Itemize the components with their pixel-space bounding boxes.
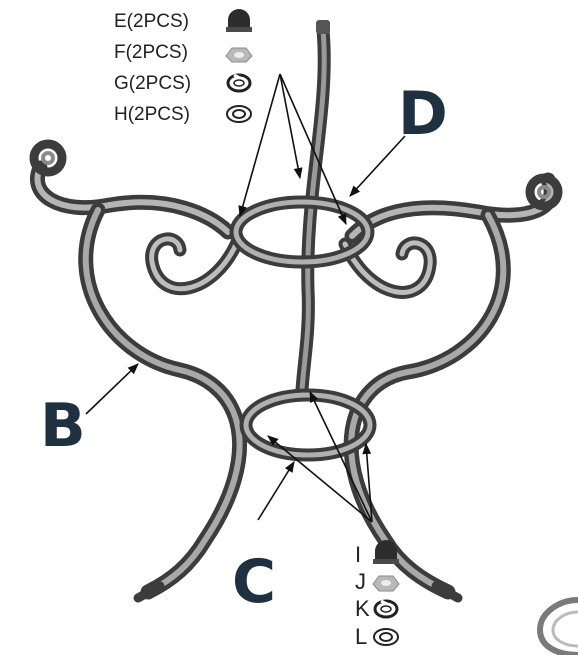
top-hardware-list: E(2PCS) F(2PCS) G(2PCS) H(2PCS): [114, 11, 191, 125]
label-b: B: [40, 391, 86, 461]
label-c: C: [232, 547, 276, 617]
top-hardware-icons: [226, 9, 252, 122]
bottom-part-i-label: I: [355, 542, 361, 567]
top-part-g-label: G(2PCS): [114, 73, 191, 94]
partial-ring-corner: [540, 600, 578, 655]
arrow-top-2: [280, 74, 300, 178]
left-leg: [37, 168, 239, 592]
bottom-part-l-label: L: [355, 624, 367, 649]
top-part-f-label: F(2PCS): [114, 42, 188, 63]
bottom-part-j-label: J: [355, 569, 366, 594]
split-lock-washer-icon: [375, 601, 397, 617]
hex-nut-icon: [373, 576, 399, 591]
flat-washer-icon: [374, 629, 398, 645]
top-part-e-label: E(2PCS): [114, 11, 189, 32]
right-leg: [345, 180, 551, 592]
top-part-h-label: H(2PCS): [114, 104, 190, 125]
split-lock-washer-icon: [228, 75, 250, 91]
label-d: D: [398, 79, 448, 149]
bottom-part-k-label: K: [355, 596, 370, 621]
arrow-d: [350, 136, 405, 196]
feet: [138, 586, 458, 598]
acorn-nut-icon: [226, 9, 252, 32]
arrow-top-1: [240, 74, 280, 216]
hex-nut-icon: [226, 48, 252, 62]
bottom-hardware-list: I J K L: [355, 542, 370, 649]
stand-frame: [34, 144, 558, 598]
arrow-c: [258, 462, 294, 520]
bottom-hardware-icons: [373, 540, 399, 645]
arrow-b: [86, 364, 138, 414]
flat-washer-icon: [227, 106, 251, 122]
